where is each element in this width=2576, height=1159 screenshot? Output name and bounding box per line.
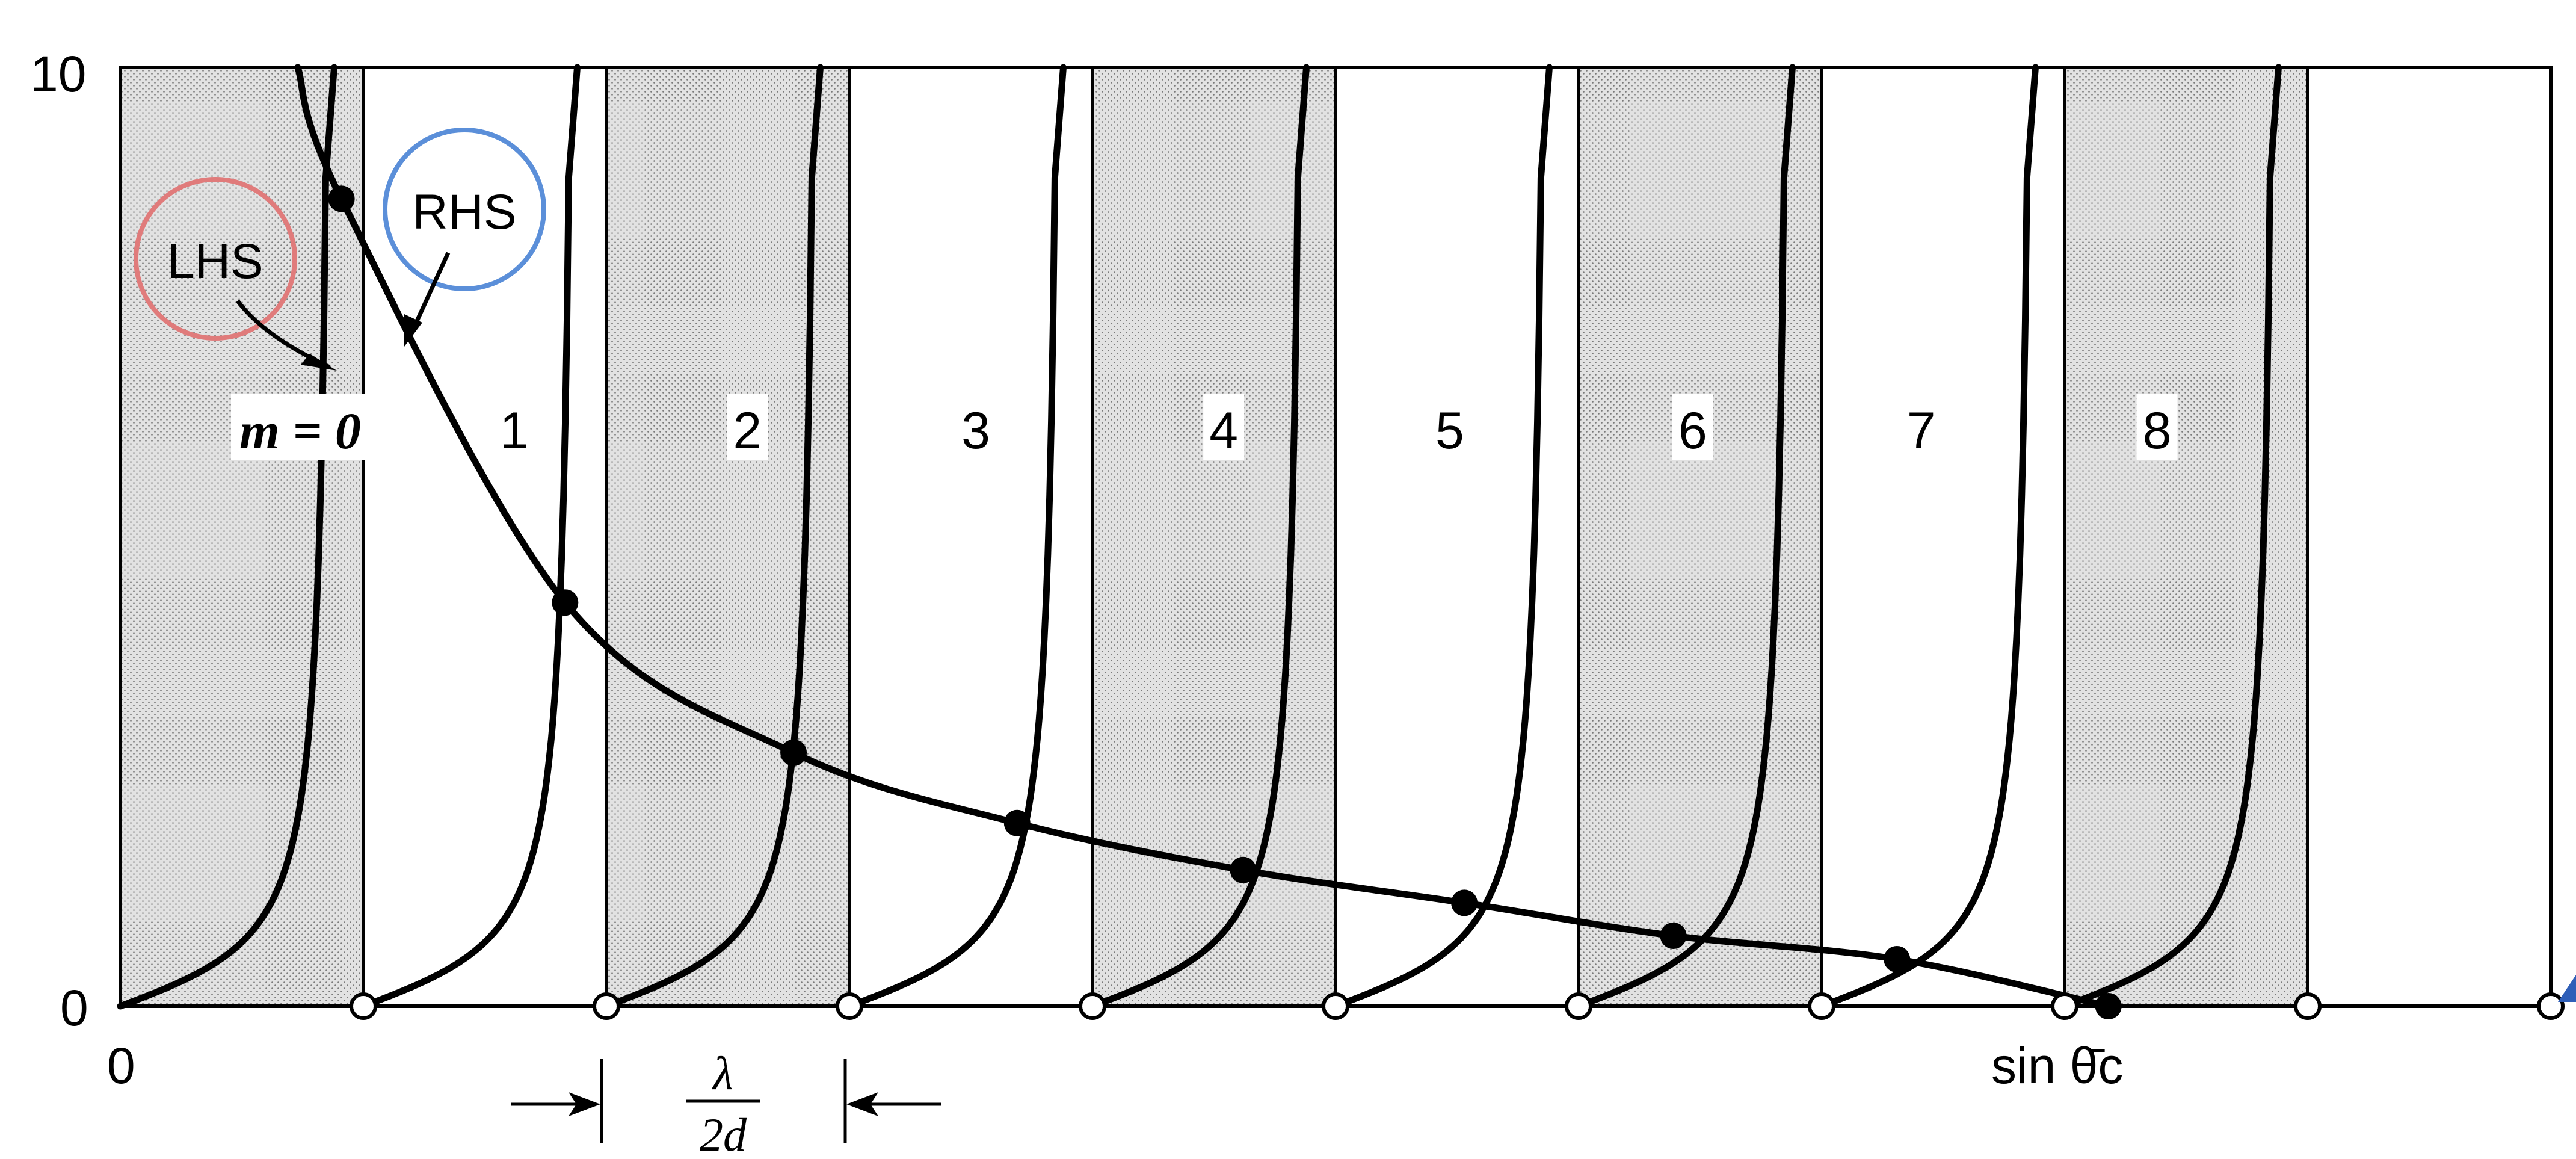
mode-label-bg xyxy=(1672,394,1713,460)
rhs-legend: RHS xyxy=(383,128,546,347)
lhs-legend: LHS xyxy=(134,177,337,371)
mode-label-bg xyxy=(2136,394,2178,460)
mode-label-bg xyxy=(1429,394,1470,460)
zero-marker xyxy=(2537,992,2565,1020)
y-tick-bottom: 0 xyxy=(60,980,88,1036)
intersection-point xyxy=(1451,889,1478,916)
lhs-legend-label: LHS xyxy=(167,234,263,289)
edge-arrow-icon xyxy=(2558,975,2576,1002)
zero-marker xyxy=(836,992,863,1020)
spacing-numerator: λ xyxy=(712,1047,733,1099)
mode-label: 2 xyxy=(733,402,762,460)
lhs-curve-4 xyxy=(1089,64,1310,1010)
mode-label: 5 xyxy=(1435,402,1464,460)
mode-label-bg xyxy=(1900,394,1942,460)
lhs-curve-1 xyxy=(360,64,581,1010)
lhs-curve-7 xyxy=(1818,64,2039,1010)
intersection-point xyxy=(328,185,355,212)
zero-marker xyxy=(2294,992,2322,1020)
zero-marker xyxy=(593,992,620,1020)
mode-label: 8 xyxy=(2143,402,2172,460)
spacing-denominator: 2d xyxy=(700,1108,747,1159)
zero-marker xyxy=(350,992,377,1020)
intersection-point xyxy=(1003,809,1031,836)
mode-label-bg xyxy=(955,394,997,460)
x-origin-label: 0 xyxy=(107,1037,135,1094)
mode-label-bg xyxy=(1203,394,1245,460)
band-dividers xyxy=(362,67,2309,1006)
mode-label: m = 0 xyxy=(239,402,361,460)
mode-label-bg xyxy=(230,394,369,460)
lhs-curve-3 xyxy=(846,64,1067,1010)
rhs-legend-label: RHS xyxy=(412,185,516,240)
zero-marker xyxy=(1322,992,1349,1020)
mode-label-bg xyxy=(493,394,535,460)
mode-label: 7 xyxy=(1907,402,1936,460)
lhs-curves xyxy=(117,64,2282,1010)
zero-marker xyxy=(2051,992,2078,1020)
lhs-curve-0 xyxy=(117,64,337,1010)
lhs-curve-2 xyxy=(603,64,824,1010)
intersection-point xyxy=(1660,923,1687,949)
zero-marker xyxy=(1565,992,1592,1020)
spacing-annotation: λ 2d xyxy=(511,1047,941,1159)
mode-label: 6 xyxy=(1678,402,1707,460)
mode-label: 4 xyxy=(1209,402,1238,460)
mode-label-bg xyxy=(727,394,768,460)
intersection-point xyxy=(1884,946,1911,972)
y-tick-top: 10 xyxy=(30,46,86,102)
zero-marker xyxy=(1079,992,1106,1020)
mode-label: 3 xyxy=(961,402,990,460)
intersection-point xyxy=(1230,856,1257,883)
mode-labels: m = 0 1 2 3 4 5 6 7 8 xyxy=(230,394,2178,460)
intersection-point xyxy=(2095,993,2122,1019)
lhs-curve-8 xyxy=(2061,64,2282,1010)
x-end-label: sin θ̄c xyxy=(1991,1037,2123,1094)
intersection-point xyxy=(780,739,807,766)
rhs-curve xyxy=(294,64,2112,1010)
lhs-curve-5 xyxy=(1332,64,1553,1010)
intersection-point xyxy=(552,589,579,616)
mode-label: 1 xyxy=(500,402,529,460)
zero-markers xyxy=(350,992,2565,1020)
lhs-curve-6 xyxy=(1575,64,1796,1010)
intersection-points xyxy=(328,185,2122,1019)
zero-marker xyxy=(1808,992,1835,1020)
